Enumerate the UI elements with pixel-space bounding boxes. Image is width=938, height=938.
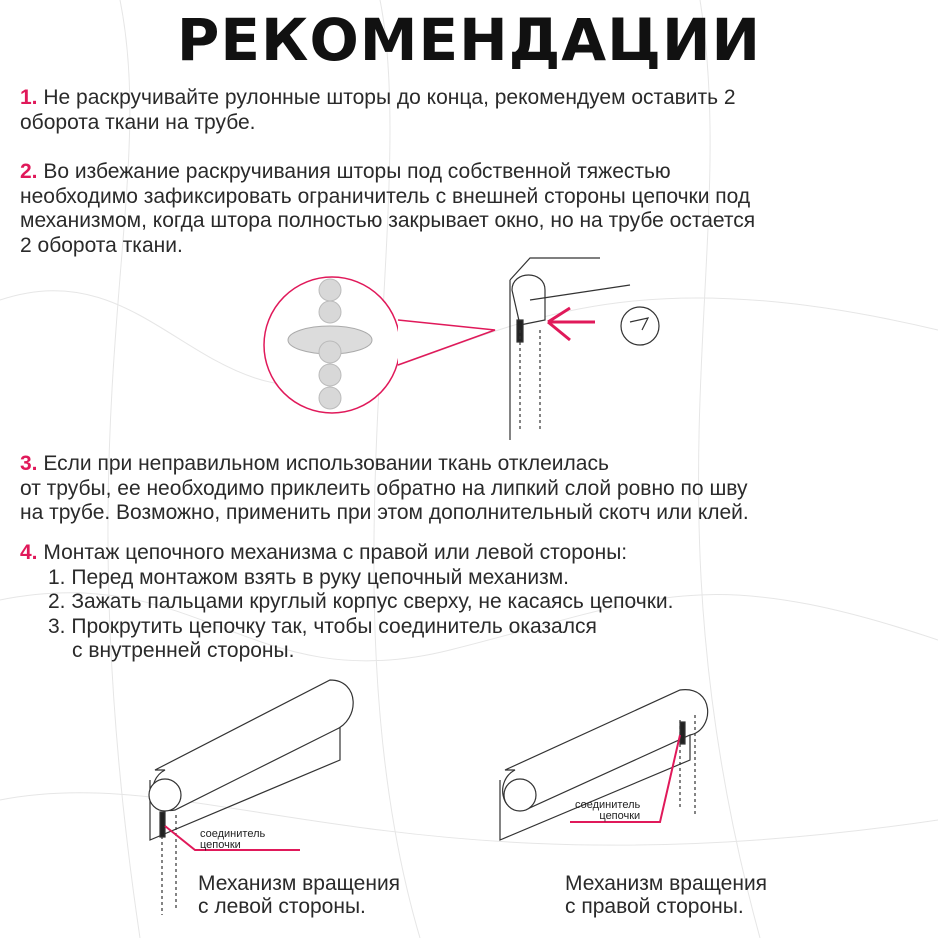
right-mechanism-illustration	[499, 689, 709, 841]
text-line: механизмом, когда штора полностью закрыв…	[20, 209, 756, 233]
step: с внутренней стороны.	[72, 639, 295, 663]
stopper-closeup-illustration	[263, 276, 496, 414]
recommendation-4: 4. Монтаж цепочного механизма с правой и…	[20, 541, 673, 664]
right-caption: Механизм вращения с правой стороны.	[565, 872, 767, 918]
label-line: цепочки	[200, 839, 241, 851]
text-line: 2 оборота ткани.	[20, 233, 183, 257]
caption-line: с правой стороны.	[565, 895, 744, 918]
caption-line: Механизм вращения	[565, 872, 768, 895]
label-line: цепочки	[599, 810, 641, 822]
left-mechanism-illustration	[148, 679, 354, 915]
left-connector-label: соединитель цепочки	[200, 829, 265, 851]
text-line: от трубы, ее необходимо приклеить обратн…	[20, 476, 748, 500]
left-caption: Механизм вращения с левой стороны.	[198, 872, 400, 918]
item-number: 3.	[20, 452, 38, 475]
step: 2. Зажать пальцами круглый корпус сверху…	[48, 590, 674, 614]
recommendation-1: 1. Не раскручивайте рулонные шторы до ко…	[20, 86, 736, 135]
page-title: РЕКОМЕНДАЦИИ	[176, 6, 762, 74]
right-connector-label: соединитель цепочки	[575, 800, 640, 822]
text-line: на трубе. Возможно, применить при этом д…	[20, 501, 749, 525]
caption-line: с левой стороны.	[198, 895, 366, 918]
recommendation-3: 3. Если при неправильном использовании т…	[20, 452, 749, 526]
label-line: соединитель	[200, 828, 266, 840]
mechanism-top-illustration	[509, 257, 660, 440]
item-number: 2.	[20, 160, 38, 183]
recommendation-2: 2. Во избежание раскручивания шторы под …	[20, 160, 755, 258]
text-line: Не раскручивайте рулонные шторы до конца…	[43, 86, 736, 109]
step: 1. Перед монтажом взять в руку цепочный …	[48, 565, 569, 589]
item-number: 1.	[20, 86, 38, 109]
text-line: Монтаж цепочного механизма с правой или …	[43, 541, 628, 564]
item-number: 4.	[20, 541, 38, 564]
text-line: оборота ткани на трубе.	[20, 110, 256, 134]
text-line: Во избежание раскручивания шторы под соб…	[43, 160, 671, 183]
caption-line: Механизм вращения	[198, 872, 401, 895]
label-line: соединитель	[575, 799, 641, 811]
text-line: необходимо зафиксировать ограничитель с …	[20, 184, 751, 208]
step: 3. Прокрутить цепочку так, чтобы соедини…	[48, 614, 597, 638]
text-line: Если при неправильном использовании ткан…	[43, 452, 609, 475]
